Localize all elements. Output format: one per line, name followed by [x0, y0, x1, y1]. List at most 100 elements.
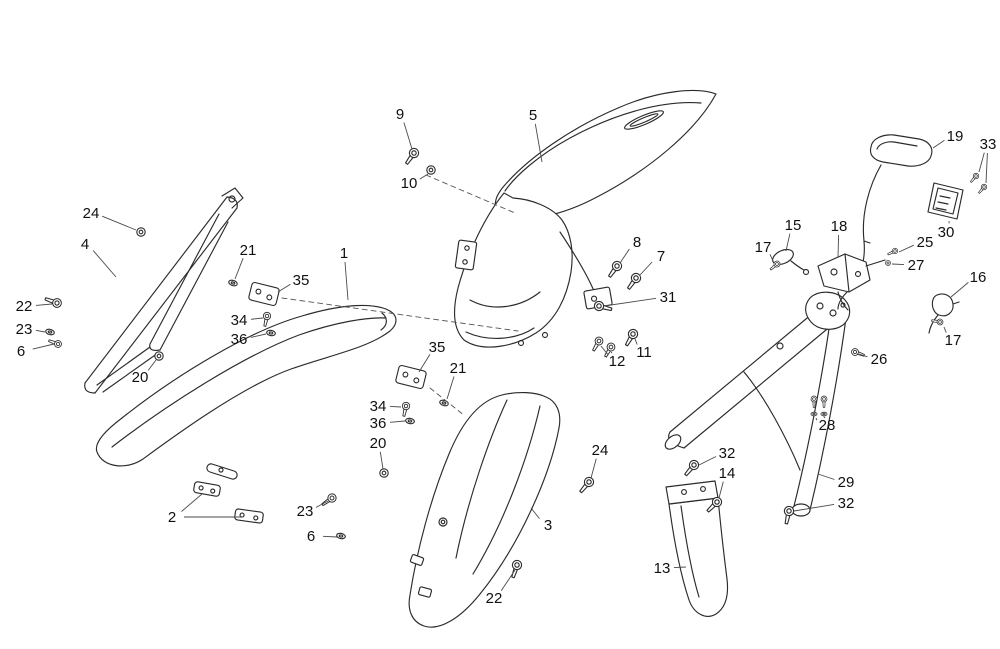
part-callout-30: 30 — [938, 224, 955, 241]
part-callout-35: 35 — [429, 339, 446, 356]
part-callout-26: 26 — [871, 351, 888, 368]
screw — [319, 491, 339, 509]
callout-leader-line — [634, 338, 638, 345]
part-callout-23: 23 — [297, 503, 314, 520]
nut — [379, 468, 389, 478]
callout-leader-line — [92, 250, 117, 278]
part-callout-21: 21 — [450, 360, 467, 377]
callout-leader-line — [315, 500, 329, 508]
callout-leader-line — [102, 215, 137, 231]
callout-leader-line — [950, 282, 969, 298]
washer — [44, 327, 56, 337]
callout-leader-line — [978, 152, 985, 173]
part-callout-36: 36 — [370, 415, 387, 432]
part-callout-35: 35 — [293, 272, 310, 289]
screw — [576, 474, 597, 496]
turn-signal-right — [928, 293, 960, 334]
diagram-artwork — [43, 89, 989, 628]
washer — [438, 398, 450, 408]
washer — [227, 278, 239, 288]
part-callout-12: 12 — [609, 353, 626, 370]
screw — [589, 335, 605, 354]
callout-leader-line — [32, 343, 55, 350]
callout-leader-line — [985, 152, 988, 184]
callout-leader-line — [418, 354, 431, 373]
callout-leader-line — [500, 569, 516, 592]
screw — [43, 294, 64, 310]
part-callout-33: 33 — [980, 136, 997, 153]
part-callout-2: 2 — [168, 509, 176, 526]
washer — [404, 417, 416, 425]
callout-leader-line — [793, 503, 835, 512]
part-callout-13: 13 — [654, 560, 671, 577]
side-panel — [408, 391, 561, 628]
callout-leader-line — [322, 535, 338, 538]
callout-leader-line — [35, 303, 53, 306]
callout-leader-line — [344, 261, 349, 301]
callout-leader-line — [932, 139, 945, 149]
nut — [136, 227, 146, 237]
part-callout-27: 27 — [908, 257, 925, 274]
callout-leader-line — [769, 254, 774, 262]
screw — [260, 311, 272, 328]
callout-leader-line — [815, 417, 818, 421]
part-callout-9: 9 — [396, 106, 404, 123]
screw — [850, 347, 866, 360]
screw — [47, 336, 63, 349]
callout-leader-line — [250, 317, 264, 320]
screw — [886, 246, 900, 258]
rear-stay — [664, 291, 851, 517]
part-callout-24: 24 — [592, 442, 609, 459]
callout-leader-line — [943, 326, 947, 333]
part-callout-20: 20 — [370, 435, 387, 452]
part-callout-11: 11 — [636, 344, 652, 361]
callout-leader-line — [718, 481, 724, 499]
callout-leader-line — [858, 353, 868, 358]
part-callout-1: 1 — [340, 245, 348, 262]
nut — [426, 165, 436, 175]
part-callout-31: 31 — [660, 289, 677, 306]
part-callout-8: 8 — [633, 234, 641, 251]
callout-leader-line — [823, 416, 826, 419]
callout-leader-line — [590, 458, 597, 479]
callout-leader-line — [379, 451, 384, 470]
screw — [781, 504, 796, 526]
screw — [930, 317, 944, 326]
turn-signal-left — [772, 248, 810, 276]
screw — [399, 401, 411, 418]
part-callout-32: 32 — [719, 445, 736, 462]
callout-leader-line — [673, 566, 687, 569]
part-callout-4: 4 — [81, 236, 89, 253]
part-callout-23: 23 — [16, 321, 33, 338]
callout-leader-line — [181, 493, 203, 512]
callout-leader-line — [534, 123, 543, 163]
callout-leader-line — [698, 456, 717, 466]
subframe-rail — [84, 187, 244, 394]
screw — [976, 182, 989, 196]
taillight-bracket — [817, 253, 886, 311]
part-callout-18: 18 — [831, 218, 848, 235]
part-callout-17: 17 — [945, 332, 962, 349]
callout-leader-line — [837, 234, 840, 258]
part-callout-28: 28 — [819, 417, 836, 434]
callout-leader-line — [389, 420, 406, 423]
seat — [95, 304, 397, 480]
screw — [968, 171, 981, 185]
callout-leader-line — [250, 333, 267, 338]
callout-leader-line — [277, 283, 291, 293]
part-callout-3: 3 — [544, 517, 552, 534]
part-callout-15: 15 — [785, 217, 802, 234]
nut — [885, 260, 891, 266]
callout-leader-line — [639, 261, 653, 276]
callout-leader-line — [600, 345, 609, 356]
part-callout-34: 34 — [370, 398, 387, 415]
mud-flap — [665, 480, 729, 617]
part-callout-5: 5 — [529, 107, 537, 124]
screw — [820, 395, 828, 408]
bracket-plate — [247, 281, 281, 307]
part-callout-22: 22 — [486, 590, 503, 607]
bracket-plate — [394, 364, 428, 390]
part-callout-29: 29 — [838, 474, 855, 491]
